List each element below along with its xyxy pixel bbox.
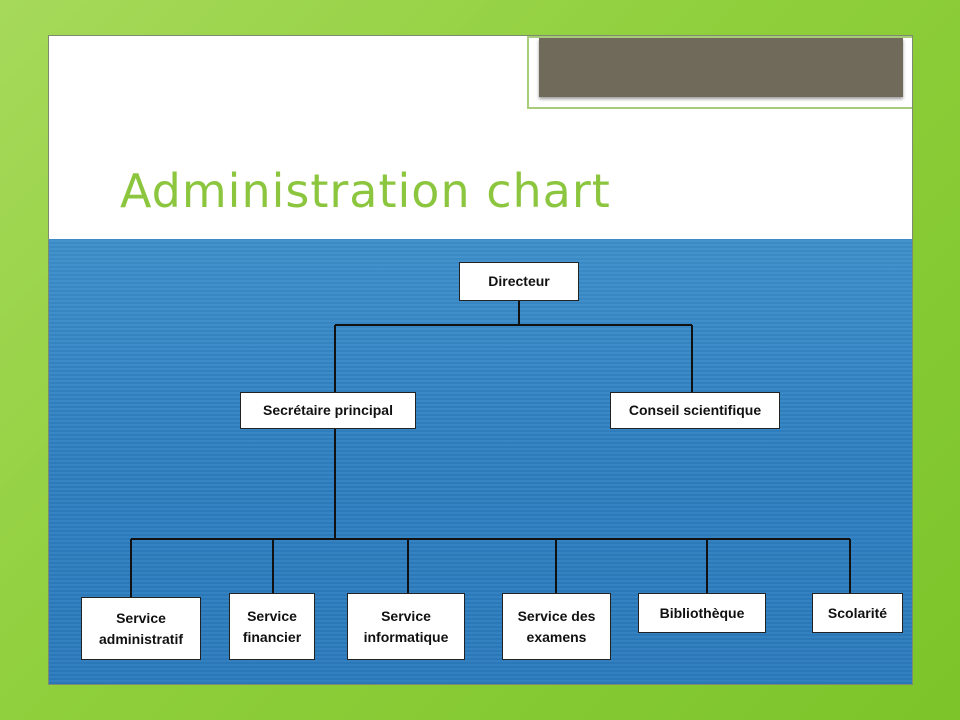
header-banner [527, 36, 912, 109]
node-service-informatique: Service informatique [347, 593, 465, 660]
slide-title: Administration chart [120, 164, 611, 218]
node-conseil-scientifique: Conseil scientifique [610, 392, 780, 429]
slide: Administration chart Directeur Secrétair… [48, 35, 913, 685]
banner-bar [539, 38, 903, 97]
node-bibliotheque: Bibliothèque [638, 593, 766, 633]
org-chart-connectors [130, 300, 851, 597]
node-service-financier: Service financier [229, 593, 315, 660]
node-directeur: Directeur [459, 262, 579, 301]
org-chart-panel: Directeur Secrétaire principal Conseil s… [49, 239, 912, 684]
node-service-des-examens: Service des examens [502, 593, 611, 660]
node-scolarite: Scolarité [812, 593, 903, 633]
node-secretaire-principal: Secrétaire principal [240, 392, 416, 429]
node-service-administratif: Service administratif [81, 597, 201, 660]
